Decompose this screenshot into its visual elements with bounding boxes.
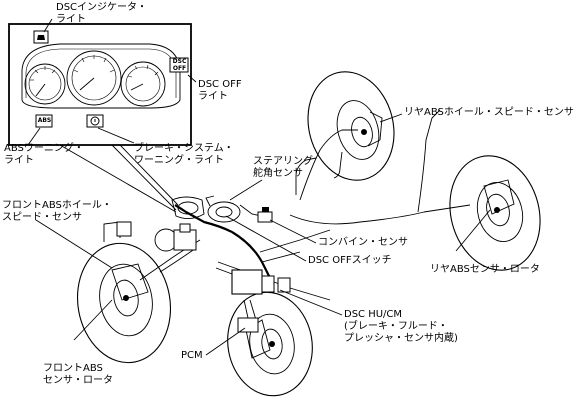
dsc-hu-cm-unit <box>231 269 291 295</box>
fluid-reservoir <box>116 221 132 237</box>
label-combine-sensor: コンバイン・センサ <box>318 237 408 248</box>
leader-lines <box>27 18 491 356</box>
label-dsc-off-switch: DSC OFFスイッチ <box>308 255 392 266</box>
instrument-cluster-inset <box>8 23 197 213</box>
label-rear-abs-wheel-speed-sensor: リヤABSホイール・スピード・センサ <box>404 107 574 118</box>
dashboard-panel <box>171 196 205 219</box>
dsc-off-badge-text: DSC OFF <box>172 58 187 72</box>
label-pcm: PCM <box>181 350 203 361</box>
label-steering-angle-sensor: ステアリング 舵角センサ <box>253 156 313 179</box>
front-right-wheel <box>227 291 313 397</box>
combine-sensor <box>257 207 273 223</box>
label-abs-warning-light: ABSワーニング・ ライト <box>4 143 84 166</box>
label-dsc-hu-cm: DSC HU/CM (ブレーキ・フルード・ プレッシャ・センサ内蔵) <box>344 309 458 344</box>
brake-master-cylinder <box>154 223 197 252</box>
label-dsc-indicator-light: DSCインジケータ・ ライト <box>56 2 148 25</box>
rear-left-wheel <box>449 155 541 271</box>
pcm-unit <box>237 317 259 333</box>
front-left-wheel <box>76 221 172 364</box>
steering-angle-sensor <box>205 195 241 223</box>
label-dsc-off-light: DSC OFF ライト <box>198 79 242 102</box>
abs-badge-text: ABS <box>37 117 52 124</box>
label-front-abs-sensor-rotor: フロントABS センサ・ロータ <box>43 363 113 386</box>
label-brake-system-warning-light: ブレーキ・システム・ ワーニング・ライト <box>134 143 234 166</box>
rear-right-wheel <box>307 71 395 181</box>
label-front-abs-wheel-speed-sensor: フロントABSホイール・ スピード・センサ <box>2 200 112 223</box>
label-rear-abs-sensor-rotor: リヤABSセンサ・ロータ <box>430 264 540 275</box>
